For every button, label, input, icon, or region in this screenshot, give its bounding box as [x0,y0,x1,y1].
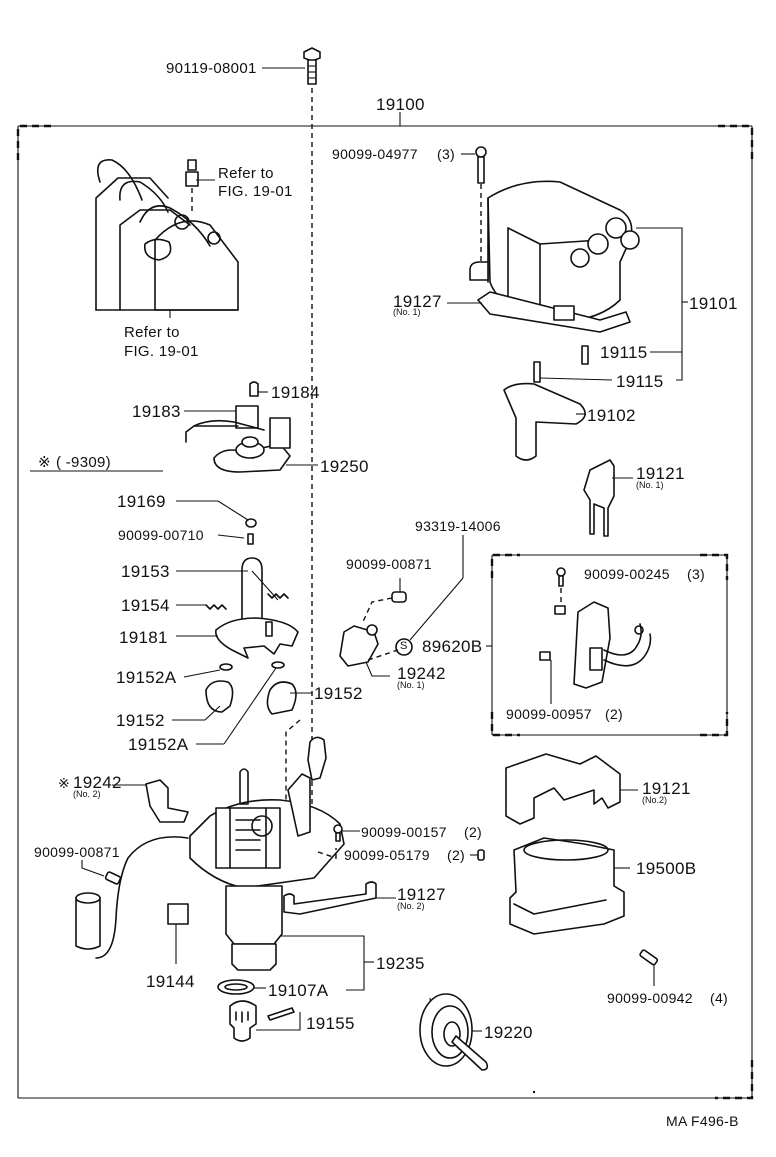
part-label-90119-08001[interactable]: 90119-08001 [166,60,257,77]
part-label-93319-14006[interactable]: 93319-14006 [415,518,501,534]
bolt-90119-08001-drawing [262,47,321,830]
part-label-19152A-lower[interactable]: 19152A [128,735,189,754]
part-label-90099-00942[interactable]: 90099-00942 [607,990,693,1006]
part-label-19183[interactable]: 19183 [132,402,181,421]
part-label-19121-no2[interactable]: 19121 [642,779,691,798]
part-note-19242-no2: (No. 2) [73,789,101,799]
part-label-19220[interactable]: 19220 [484,1023,533,1042]
part-label-19152-left[interactable]: 19152 [116,711,165,730]
footnote-range: ( -9309) [56,454,111,471]
s-mark-symbol: S [400,640,408,652]
part-label-19102[interactable]: 19102 [587,406,636,425]
part-label-19184[interactable]: 19184 [271,383,320,402]
part-label-89620B[interactable]: 89620B [422,637,483,656]
cover-19121-no1-drawing [583,459,633,537]
part-label-90099-00710[interactable]: 90099-00710 [118,527,204,543]
part-note-19121-no2: (No.2) [642,795,668,805]
governor-shaft-drawing [172,500,312,745]
part-label-19181[interactable]: 19181 [119,628,168,647]
part-label-19107A[interactable]: 19107A [268,981,329,1000]
distributor-housing-drawing [75,719,485,1042]
part-label-19121-no1[interactable]: 19121 [636,464,685,483]
part-qty-90099-00245: (3) [687,566,706,582]
part-label-19500B[interactable]: 19500B [636,859,697,878]
part-label-19115-a[interactable]: 19115 [600,343,648,362]
part-note-19121-no1: (No. 1) [636,480,664,490]
refer-fig-link-top[interactable]: FIG. 19-01 [218,183,293,200]
part-label-19169[interactable]: 19169 [117,492,166,511]
part-qty-90099-00942: (4) [710,990,729,1006]
governor-19250-drawing [184,381,318,473]
part-qty-90099-00957: (2) [605,706,624,722]
part-label-90099-04977[interactable]: 90099-04977 [332,146,418,162]
refer-to-label-top: Refer to [218,165,274,182]
part-label-19242-no2[interactable]: 19242 [73,773,122,792]
part-label-19155[interactable]: 19155 [306,1014,355,1033]
refer-to-label-bottom: Refer to [124,324,180,341]
part-label-19152-right[interactable]: 19152 [314,684,363,703]
part-label-19144[interactable]: 19144 [146,972,195,991]
igniter-89620B-drawing [486,553,729,737]
housing-19500B-drawing [505,753,659,986]
part-label-19127-no1[interactable]: 19127 [393,292,442,311]
part-qty-90099-00157: (2) [464,824,483,840]
distributor-cap-19101-drawing [447,146,688,461]
part-label-19235[interactable]: 19235 [376,954,425,973]
part-label-19152A-upper[interactable]: 19152A [116,668,177,687]
part-label-19154[interactable]: 19154 [121,596,170,615]
part-label-19250[interactable]: 19250 [320,457,369,476]
part-label-19115-b[interactable]: 19115 [616,372,664,391]
footnote-symbol: ※ [38,454,51,471]
part-label-90099-00245[interactable]: 90099-00245 [584,566,670,582]
vacuum-advance-19220-drawing [419,993,536,1094]
part-note-19127-no2: (No. 2) [397,901,425,911]
part-label-90099-00957[interactable]: 90099-00957 [506,706,592,722]
part-note-19242-no1: (No. 1) [397,680,425,690]
distributor-cap-wires-drawing [95,159,239,318]
part-qty-90099-05179: (2) [447,847,466,863]
assembly-boundary [16,112,754,1100]
sensor-19242-no1-drawing [339,535,464,677]
part-note-19127-no1: (No. 1) [393,307,421,317]
assembly-number-label[interactable]: 19100 [376,95,425,114]
part-label-19153[interactable]: 19153 [121,562,170,581]
figure-code: MA F496-B [666,1113,739,1129]
part-label-90099-00157[interactable]: 90099-00157 [361,824,447,840]
part-label-19101[interactable]: 19101 [689,294,738,313]
part-prefix-19242-no2: ※ [58,775,71,791]
part-label-90099-00871-upper[interactable]: 90099-00871 [346,556,432,572]
part-label-90099-00871-lower[interactable]: 90099-00871 [34,844,120,860]
part-label-90099-05179[interactable]: 90099-05179 [344,847,430,863]
part-label-19242-no1[interactable]: 19242 [397,664,446,683]
part-label-19127-no2[interactable]: 19127 [397,885,446,904]
refer-fig-link-bottom[interactable]: FIG. 19-01 [124,343,199,360]
part-qty-90099-04977: (3) [437,146,456,162]
